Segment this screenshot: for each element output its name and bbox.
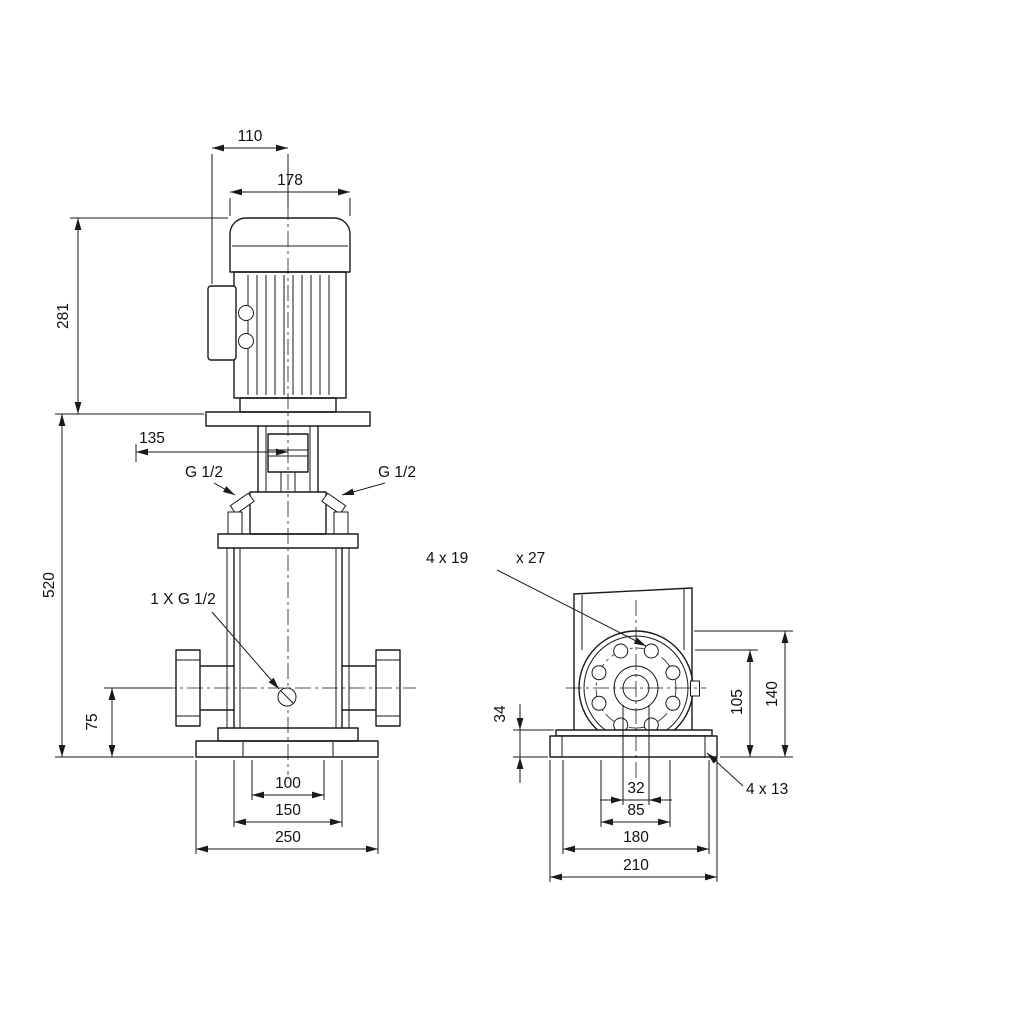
side-body bbox=[573, 587, 693, 732]
port-left-label: G 1/2 bbox=[185, 464, 223, 481]
dim-110-label: 110 bbox=[238, 128, 263, 145]
base-holes-label: 4 x 13 bbox=[746, 781, 788, 798]
top-chamber-plate bbox=[217, 533, 359, 549]
bolt-hole bbox=[591, 695, 607, 711]
dim-140-label: 140 bbox=[764, 681, 781, 707]
dim-178-label: 178 bbox=[277, 172, 303, 189]
dim-100-label: 100 bbox=[275, 775, 301, 792]
dim-105: 105 bbox=[695, 649, 758, 757]
bolt-hole bbox=[643, 643, 659, 659]
dim-520: 520 bbox=[41, 414, 194, 758]
dim-150: 150 bbox=[233, 760, 343, 827]
bolt-hole bbox=[591, 665, 607, 681]
flange-holes-label2: x 27 bbox=[516, 550, 545, 567]
dim-32: 32 bbox=[600, 705, 672, 805]
motor-fins bbox=[247, 275, 330, 395]
dim-135: 135 bbox=[135, 430, 288, 462]
port-label-right: G 1/2 bbox=[341, 464, 416, 496]
dim-520-label: 520 bbox=[41, 572, 58, 598]
front-view: 110 178 281 520 135 75 bbox=[41, 128, 416, 854]
bolt-hole bbox=[665, 665, 681, 681]
cable-entry-hole bbox=[238, 305, 254, 321]
dim-75: 75 bbox=[84, 687, 172, 757]
dim-250: 250 bbox=[195, 760, 379, 854]
drain-port-callout: 1 X G 1/2 bbox=[150, 591, 280, 690]
dim-105-label: 105 bbox=[729, 689, 746, 715]
gauge-port-plug-left bbox=[229, 492, 255, 515]
dim-85-label: 85 bbox=[627, 802, 644, 819]
dim-135-label: 135 bbox=[139, 430, 165, 447]
dim-75-label: 75 bbox=[84, 713, 101, 730]
flange-holes-callout: 4 x 19 x 27 bbox=[426, 550, 647, 647]
pump-head bbox=[217, 491, 359, 549]
port-right-label: G 1/2 bbox=[378, 464, 416, 481]
dim-210-label: 210 bbox=[623, 857, 649, 874]
terminal-box bbox=[207, 285, 237, 361]
side-plug bbox=[690, 680, 700, 697]
dim-210: 210 bbox=[549, 760, 718, 882]
staybolt-nut-left bbox=[227, 511, 243, 535]
dim-110: 110 bbox=[211, 128, 289, 284]
bolt-hole bbox=[665, 695, 681, 711]
discharge-flange bbox=[341, 649, 401, 727]
base bbox=[195, 727, 379, 758]
dim-281-label: 281 bbox=[55, 303, 72, 329]
dim-281: 281 bbox=[55, 217, 228, 415]
dim-180: 180 bbox=[562, 760, 710, 854]
drain-label: 1 X G 1/2 bbox=[150, 591, 215, 608]
dim-85: 85 bbox=[600, 760, 671, 827]
gauge-port-plug-right bbox=[321, 492, 347, 515]
cable-entry-hole bbox=[238, 333, 254, 349]
suction-flange bbox=[175, 649, 235, 727]
dim-140: 140 bbox=[694, 630, 793, 758]
dim-34: 34 bbox=[492, 704, 554, 783]
base-holes-callout: 4 x 13 bbox=[706, 752, 788, 798]
dim-32-label: 32 bbox=[627, 780, 644, 797]
staybolt-nut-right bbox=[333, 511, 349, 535]
motor-stool-flange bbox=[205, 411, 371, 427]
motor bbox=[205, 217, 371, 427]
port-label-left: G 1/2 bbox=[185, 464, 236, 496]
dim-178: 178 bbox=[229, 172, 351, 216]
side-base bbox=[549, 729, 718, 758]
flange-holes-label: 4 x 19 bbox=[426, 550, 468, 567]
dim-180-label: 180 bbox=[623, 829, 649, 846]
side-centerlines bbox=[566, 600, 706, 782]
chamber-stack bbox=[226, 547, 350, 729]
dim-150-label: 150 bbox=[275, 802, 301, 819]
dim-34-label: 34 bbox=[492, 705, 509, 723]
dim-100: 100 bbox=[251, 760, 325, 800]
dim-250-label: 250 bbox=[275, 829, 301, 846]
side-view: 4 x 19 x 27 34 105 140 4 x 13 bbox=[426, 550, 793, 882]
bolt-hole bbox=[613, 643, 629, 659]
